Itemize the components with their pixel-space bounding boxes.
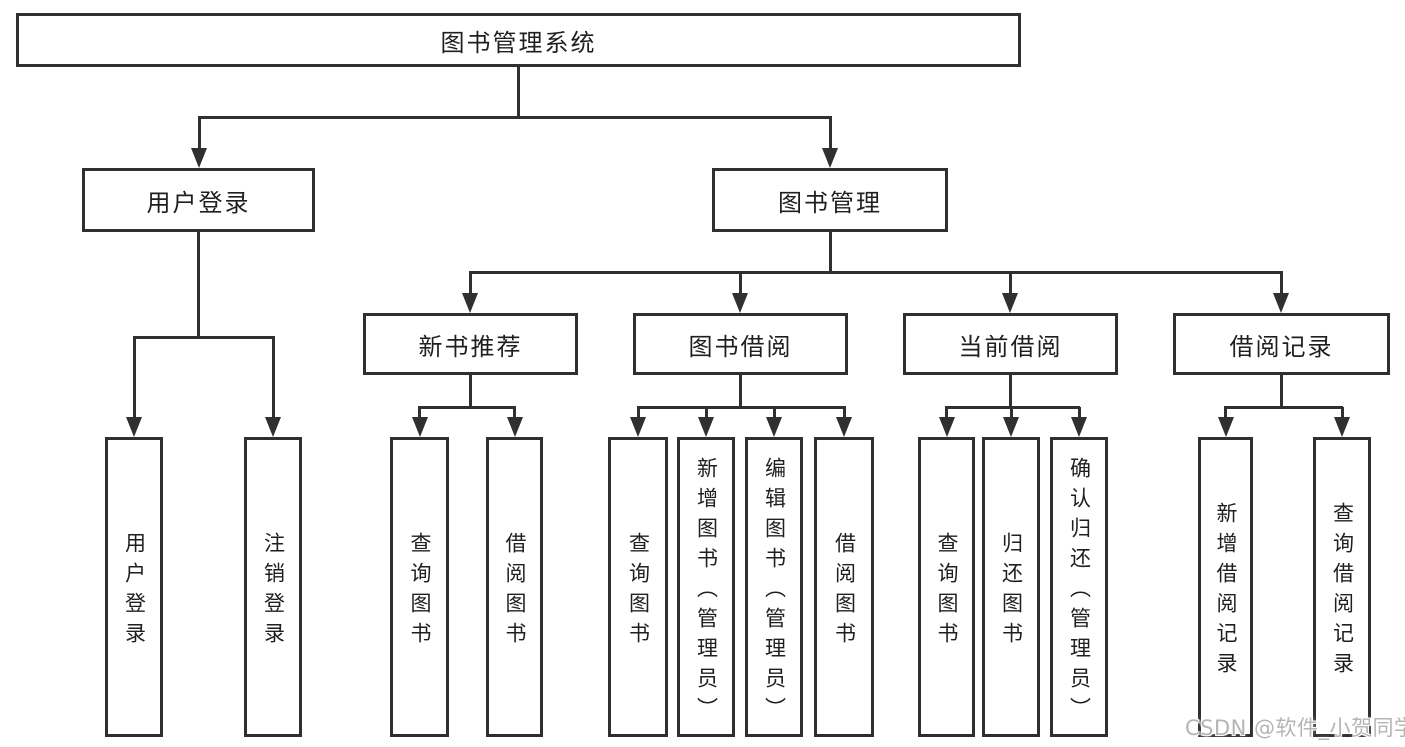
connector-drop-leaf (636, 407, 640, 422)
connector-drop-leaf (132, 337, 136, 422)
connector-user-login-stub (196, 232, 200, 337)
connector-new-book-stub (468, 375, 472, 407)
connector-drop-leaf (1077, 407, 1081, 422)
arrowhead-icon (630, 417, 646, 437)
connector-drop-leaf (945, 407, 948, 422)
node-book-borrowing: 图书借阅 (633, 313, 848, 375)
node-label: 借阅记录 (1229, 332, 1334, 361)
connector-book-borrowing-stub (738, 375, 742, 407)
connector-current-borrowing-rail (945, 405, 1080, 409)
connector-drop-leaf (418, 407, 421, 422)
leaf-logout: 注销登录 (244, 437, 302, 737)
connector-user-login-rail (132, 335, 275, 339)
leaf-user-login: 用户登录 (105, 437, 163, 737)
node-label: 新书推荐 (418, 332, 523, 361)
arrowhead-icon (698, 417, 714, 437)
connector-borrowing-records-stub (1279, 375, 1283, 407)
node-label: 当前借阅 (958, 332, 1063, 361)
connector-root-stub (516, 67, 520, 117)
connector-new-book-rail (418, 405, 516, 409)
leaf-borrow-books-recommend: 借阅图书 (486, 437, 543, 737)
node-borrowing-records: 借阅记录 (1173, 313, 1390, 375)
leaf-return-books: 归还图书 (982, 437, 1040, 737)
leaf-borrow-books: 借阅图书 (814, 437, 874, 737)
connector-drop-leaf (1224, 407, 1227, 422)
node-root-library-management-system: 图书管理系统 (16, 13, 1021, 67)
leaf-query-books-recommend: 查询图书 (390, 437, 449, 737)
leaf-add-borrow-record: 新增借阅记录 (1198, 437, 1253, 737)
arrowhead-icon (822, 148, 838, 168)
node-current-borrowing: 当前借阅 (903, 313, 1118, 375)
arrowhead-icon (1071, 417, 1087, 437)
leaf-label: 查询图书 (626, 531, 651, 652)
leaf-query-books-borrowing: 查询图书 (608, 437, 668, 737)
leaf-label: 查询借阅记录 (1330, 501, 1355, 682)
connector-drop-current-borrowing (1008, 272, 1012, 296)
leaf-label: 编辑图书（管理员） (762, 456, 787, 727)
node-label: 图书管理 (778, 188, 882, 217)
connector-drop-leaf (704, 407, 708, 422)
leaf-label: 确认归还（管理员） (1067, 456, 1092, 727)
connector-drop-borrowing-records (1279, 272, 1283, 296)
leaf-label: 借阅图书 (832, 531, 857, 652)
connector-drop-leaf (842, 407, 846, 422)
connector-drop-new-book (468, 272, 472, 296)
node-label: 图书管理系统 (440, 28, 597, 57)
leaf-label: 新增借阅记录 (1214, 501, 1238, 682)
connector-drop-user-login (197, 117, 201, 153)
arrowhead-icon (766, 417, 782, 437)
arrowhead-icon (938, 417, 955, 437)
arrowhead-icon (1273, 293, 1289, 313)
leaf-label: 归还图书 (999, 531, 1024, 652)
arrowhead-icon (126, 417, 142, 437)
connector-borrowing-records-rail (1224, 405, 1343, 409)
leaf-label: 借阅图书 (503, 531, 527, 652)
connector-drop-leaf (1009, 407, 1013, 422)
leaf-confirm-return-admin: 确认归还（管理员） (1050, 437, 1108, 737)
leaf-label: 查询图书 (935, 531, 959, 652)
node-book-management: 图书管理 (712, 168, 948, 232)
leaf-query-borrow-record: 查询借阅记录 (1313, 437, 1371, 737)
node-label: 用户登录 (146, 188, 251, 217)
connector-drop-leaf (271, 337, 275, 422)
leaf-label: 新增图书（管理员） (694, 456, 719, 727)
node-label: 图书借阅 (688, 332, 793, 361)
arrowhead-icon (462, 293, 478, 313)
connector-drop-book-borrowing (738, 272, 742, 296)
arrowhead-icon (1334, 417, 1350, 437)
arrowhead-icon (1003, 417, 1019, 437)
arrowhead-icon (411, 417, 428, 437)
arrowhead-icon (836, 417, 852, 437)
arrowhead-icon (1002, 293, 1018, 313)
leaf-edit-books-admin: 编辑图书（管理员） (745, 437, 803, 737)
leaf-label: 注销登录 (261, 531, 286, 652)
connector-drop-leaf (1340, 407, 1344, 422)
arrowhead-icon (1217, 417, 1234, 437)
connector-book-management-rail (468, 270, 1283, 274)
connector-book-borrowing-rail (636, 405, 846, 409)
connector-drop-leaf (772, 407, 776, 422)
arrowhead-icon (265, 417, 281, 437)
leaf-add-books-admin: 新增图书（管理员） (677, 437, 735, 737)
connector-current-borrowing-stub (1008, 375, 1012, 407)
arrowhead-icon (506, 417, 523, 437)
leaf-label: 查询图书 (408, 531, 432, 652)
leaf-label: 用户登录 (122, 531, 147, 652)
connector-drop-leaf (513, 407, 516, 422)
node-new-book-recommendation: 新书推荐 (363, 313, 578, 375)
connector-drop-book-management (828, 117, 832, 153)
leaf-query-books-current: 查询图书 (918, 437, 975, 737)
connector-root-rail (197, 115, 832, 119)
connector-book-management-stub (828, 232, 832, 272)
csdn-watermark: CSDN @软件_小贺同学 (1185, 716, 1405, 740)
node-user-login: 用户登录 (82, 168, 315, 232)
arrowhead-icon (732, 293, 748, 313)
arrowhead-icon (191, 148, 207, 168)
